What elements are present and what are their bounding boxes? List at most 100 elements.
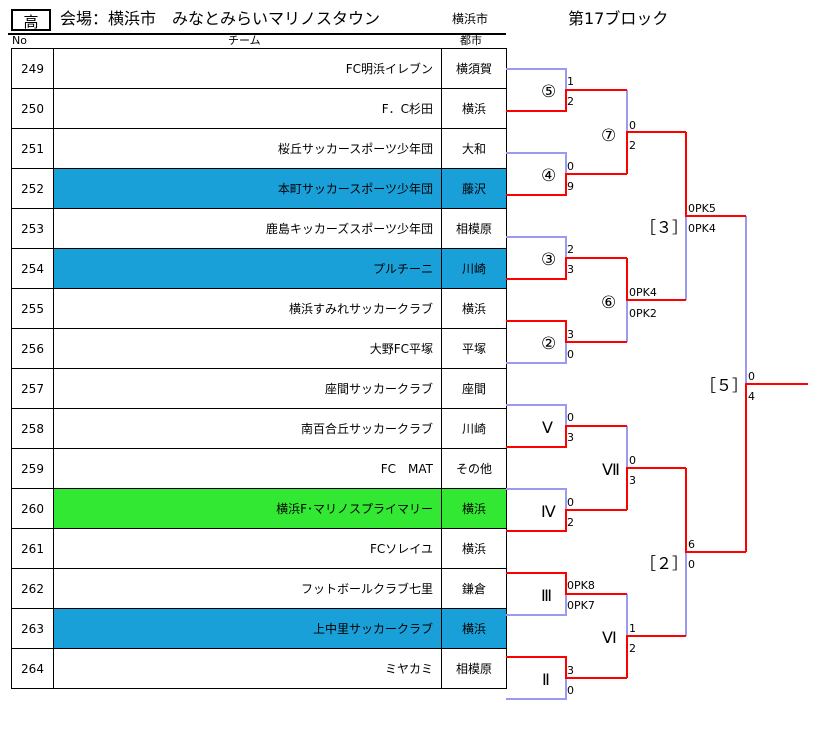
team-number: 264 <box>11 648 54 689</box>
column-no-header: No <box>12 34 27 47</box>
match-label-m6: ⑥ <box>601 293 617 313</box>
score-mIII-top: 0PK8 <box>567 579 595 592</box>
score-mII-bottom: 0 <box>567 684 574 697</box>
team-city: 横浜 <box>441 88 507 129</box>
score-mVII-top: 0 <box>629 454 636 467</box>
column-city-header: 都市 <box>460 34 482 47</box>
winner-line <box>745 383 808 552</box>
city-header: 横浜市 <box>452 12 489 26</box>
team-city: 平塚 <box>441 328 507 369</box>
match-label-mIV: Ⅳ <box>541 502 556 521</box>
team-city: 川崎 <box>441 408 507 449</box>
score-b3-bottom: 0PK4 <box>688 222 716 235</box>
match-label-b2: ［２］ <box>640 554 689 573</box>
score-m7-top: 0 <box>629 119 636 132</box>
match-label-mVI: Ⅵ <box>602 628 617 647</box>
score-m3-top: 2 <box>567 243 574 256</box>
match-label-b3: ［３］ <box>640 218 689 237</box>
score-m5-bottom: 2 <box>567 95 574 108</box>
loser-line <box>506 342 567 364</box>
column-team-header: チーム <box>228 34 261 47</box>
winner-line <box>685 132 746 217</box>
team-number: 262 <box>11 568 54 609</box>
winner-line <box>626 258 686 301</box>
venue-title: 会場：横浜市 みなとみらいマリノスタウン <box>60 9 381 28</box>
loser-line <box>506 488 567 510</box>
score-m7-bottom: 2 <box>629 139 636 152</box>
team-number: 263 <box>11 608 54 649</box>
score-mVII-bottom: 3 <box>629 474 636 487</box>
team-name: 本町サッカースポーツ少年団 <box>53 168 442 209</box>
score-m4-top: 0 <box>567 160 574 173</box>
score-mIV-top: 0 <box>567 496 574 509</box>
team-number: 257 <box>11 368 54 409</box>
team-name: 横浜F･マリノスプライマリー <box>53 488 442 529</box>
team-name: 上中里サッカークラブ <box>53 608 442 649</box>
team-city: 大和 <box>441 128 507 169</box>
winner-line <box>506 425 627 448</box>
score-mIII-bottom: 0PK7 <box>567 599 595 612</box>
team-city: 相模原 <box>441 208 507 249</box>
team-name: FC MAT <box>53 448 442 489</box>
score-mII-top: 3 <box>567 664 574 677</box>
loser-line <box>506 404 567 426</box>
score-b5-bottom: 4 <box>748 390 755 403</box>
team-number: 259 <box>11 448 54 489</box>
score-m6-bottom: 0PK2 <box>629 307 657 320</box>
score-m2-bottom: 0 <box>567 348 574 361</box>
loser-line <box>506 68 567 90</box>
team-city: 相模原 <box>441 648 507 689</box>
team-number: 258 <box>11 408 54 449</box>
match-label-m4: ④ <box>541 166 557 186</box>
block-title: 第17ブロック <box>568 9 669 28</box>
team-number: 256 <box>11 328 54 369</box>
grade-badge: 高 <box>11 9 51 31</box>
winner-line <box>626 467 686 510</box>
loser-line <box>506 594 567 616</box>
winner-line <box>626 635 686 678</box>
team-name: ミヤカミ <box>53 648 442 689</box>
winner-line <box>685 468 746 553</box>
score-m3-bottom: 3 <box>567 263 574 276</box>
team-name: 南百合丘サッカークラブ <box>53 408 442 449</box>
score-b2-bottom: 0 <box>688 558 695 571</box>
score-mIV-bottom: 2 <box>567 516 574 529</box>
team-city: その他 <box>441 448 507 489</box>
match-label-mVII: Ⅶ <box>602 460 620 479</box>
loser-line <box>506 152 567 174</box>
match-label-mIII: Ⅲ <box>541 586 553 605</box>
score-mVI-bottom: 2 <box>629 642 636 655</box>
match-label-m7: ⑦ <box>601 126 617 146</box>
loser-line <box>506 236 567 258</box>
team-city: 横浜 <box>441 608 507 649</box>
header-divider <box>8 33 506 35</box>
score-m2-top: 3 <box>567 328 574 341</box>
winner-line <box>506 509 627 532</box>
team-number: 250 <box>11 88 54 129</box>
winner-line <box>626 131 686 174</box>
team-city: 川崎 <box>441 248 507 289</box>
score-b3-top: 0PK5 <box>688 202 716 215</box>
winner-line <box>506 173 627 196</box>
score-m6-top: 0PK4 <box>629 286 657 299</box>
winner-line <box>506 572 627 595</box>
team-name: 座間サッカークラブ <box>53 368 442 409</box>
team-name: FCソレイユ <box>53 528 442 569</box>
team-city: 鎌倉 <box>441 568 507 609</box>
team-number: 260 <box>11 488 54 529</box>
score-mV-bottom: 3 <box>567 431 574 444</box>
match-label-mII: Ⅱ <box>542 670 550 689</box>
team-number: 254 <box>11 248 54 289</box>
score-b5-top: 0 <box>748 370 755 383</box>
